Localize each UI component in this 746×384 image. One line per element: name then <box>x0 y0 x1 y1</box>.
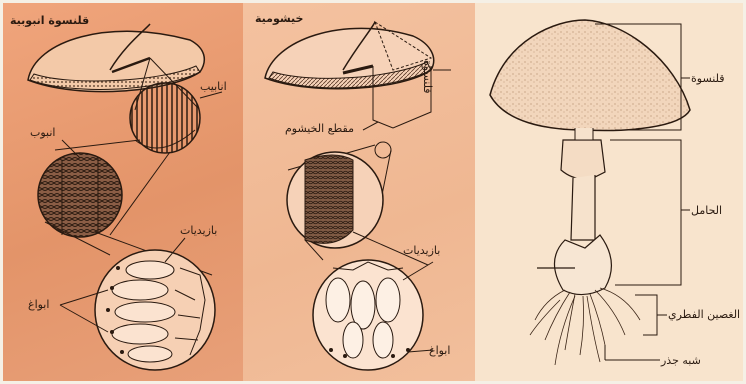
tubular-cap-shape <box>28 24 204 92</box>
basidia-circle-1 <box>95 250 215 370</box>
tubular-cap-illustration <box>0 0 243 384</box>
panel-gilled-cap: خيشومية قلنسوة مقطع الخيشوم بازيديات ابو… <box>243 0 475 384</box>
label-spores-2: ابواغ <box>429 344 450 357</box>
label-hyphae: الغصين الفطري <box>668 308 740 321</box>
label-stalk: الحامل <box>691 204 722 217</box>
gilled-cap-shape <box>265 22 434 89</box>
mushroom-hyphae <box>530 288 640 365</box>
gilled-title: خيشومية <box>255 12 303 25</box>
label-cap-3: قلنسوة <box>691 72 724 85</box>
label-cap-2: قلنسوة <box>421 60 434 93</box>
tubes-zoom-circle <box>130 83 200 153</box>
mushroom-illustration <box>475 0 746 384</box>
label-rhizoid: شبه جذر <box>661 354 701 367</box>
panel-mushroom: قلنسوة الحامل الغصين الفطري شبه جذر <box>475 0 746 384</box>
mushroom-stalk <box>571 175 595 240</box>
mushroom-ring <box>561 140 605 179</box>
label-tube: انبوب <box>30 126 55 139</box>
panel-tubular-cap: قلنسوة انبوبية انابيب انبوب بازيديات ابو… <box>0 0 243 384</box>
label-basidia-2: بازيديات <box>403 244 440 257</box>
gill-section-circle <box>287 152 383 248</box>
label-tubes: انابيب <box>200 80 227 93</box>
mushroom-cap <box>490 20 690 130</box>
label-basidia-1: بازيديات <box>180 224 217 237</box>
mushroom-volva <box>554 235 611 295</box>
label-gill-section: مقطع الخيشوم <box>285 122 354 135</box>
tubular-title: قلنسوة انبوبية <box>10 14 89 27</box>
basidia-circle-2 <box>313 260 423 370</box>
label-spores-1: ابواغ <box>28 298 49 311</box>
gilled-cap-illustration <box>243 0 475 384</box>
